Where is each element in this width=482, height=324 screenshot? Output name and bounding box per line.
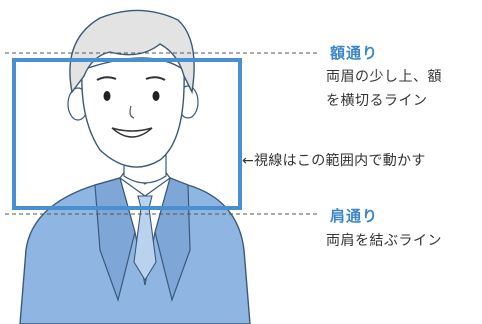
- gaze-range-note: ←視線はこの範囲内で動かす: [242, 153, 426, 169]
- right-eyebrow: [145, 76, 166, 81]
- mouth: [111, 127, 153, 138]
- tie: [133, 195, 157, 282]
- shoulder-line-title: 肩通り: [330, 207, 379, 225]
- face: [81, 57, 185, 168]
- forehead-line-title: 額通り: [330, 44, 379, 62]
- hair: [69, 9, 195, 95]
- right-eye: [152, 91, 160, 101]
- left-eye: [103, 91, 111, 101]
- forehead-line-desc-2: を横切るライン: [326, 93, 428, 109]
- forehead-line-desc-1: 両眉の少し上、額: [326, 69, 442, 85]
- nose: [129, 105, 135, 119]
- left-eyebrow: [96, 76, 117, 81]
- shoulder-line-desc: 両肩を結ぶライン: [326, 233, 442, 249]
- gaze-range-frame: [12, 58, 242, 210]
